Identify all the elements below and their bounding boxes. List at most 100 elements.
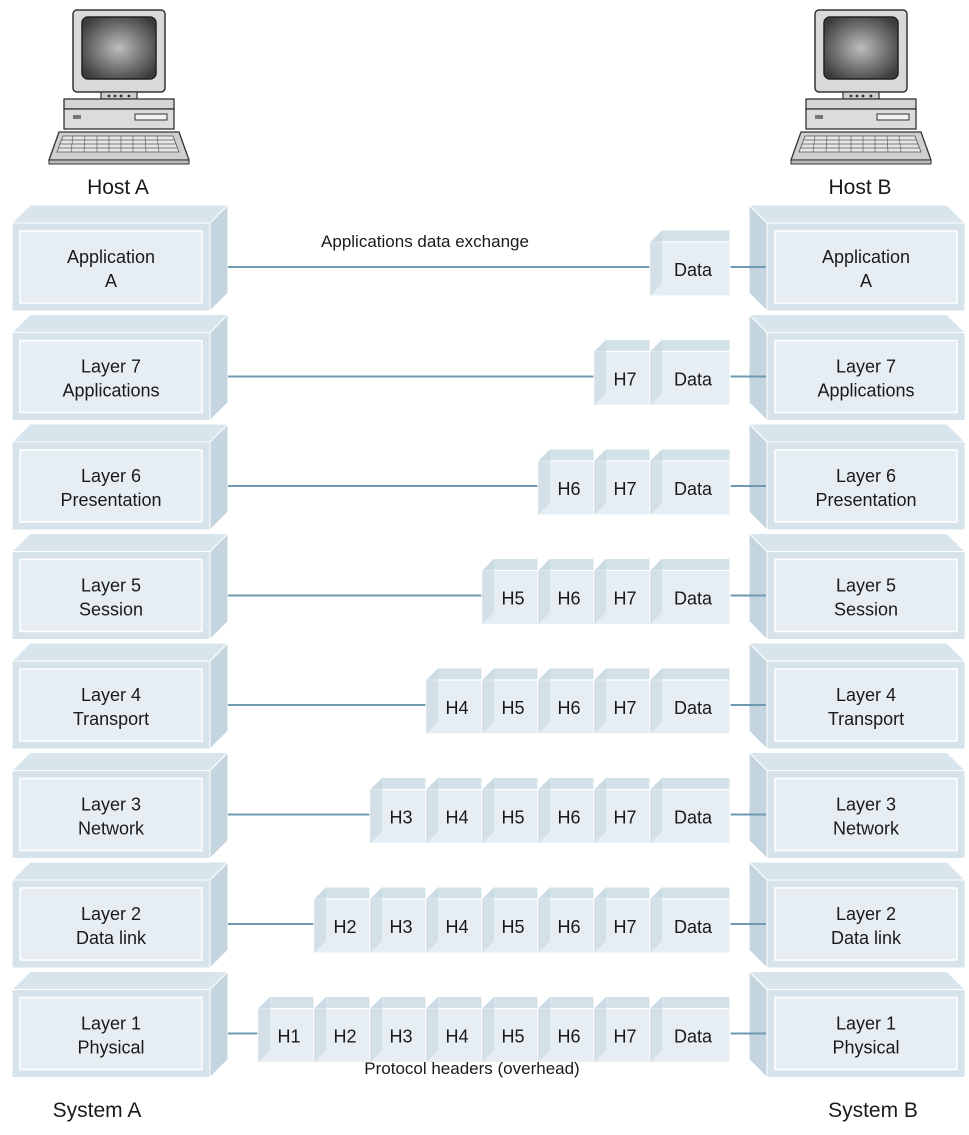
header-block: H6 <box>536 996 595 1064</box>
block-label: H7 <box>613 1027 636 1047</box>
header-block: H6 <box>536 777 595 845</box>
data-block: Data <box>648 339 731 407</box>
layer-subtitle: Presentation <box>815 490 916 510</box>
block-label: H7 <box>613 479 636 499</box>
data-block: Data <box>648 667 731 735</box>
block-label: H7 <box>613 589 636 609</box>
header-block: H7 <box>592 667 651 735</box>
block-label: H4 <box>445 1027 468 1047</box>
block-label: Data <box>674 698 713 718</box>
layer-title: Layer 4 <box>81 685 141 705</box>
packet-row: Data <box>648 229 731 297</box>
header-block: H2 <box>312 886 371 954</box>
header-block: H2 <box>312 996 371 1064</box>
header-block: H4 <box>424 886 483 954</box>
layer-subtitle: Network <box>78 819 145 839</box>
layer-title: Layer 6 <box>836 466 896 486</box>
layer-subtitle: Network <box>833 819 900 839</box>
layer-title: Layer 5 <box>836 576 896 596</box>
block-label: H3 <box>389 808 412 828</box>
header-block: H5 <box>480 886 539 954</box>
system-a-label: System A <box>53 1099 142 1122</box>
layer-subtitle: Data link <box>76 928 147 948</box>
block-label: Data <box>674 260 713 280</box>
packet-row: H6 H7 Data <box>536 448 731 516</box>
layer-subtitle: Transport <box>73 709 149 729</box>
layer-box-system-a: Layer 6 Presentation <box>10 422 230 532</box>
block-label: H6 <box>557 479 580 499</box>
layer-title: Layer 3 <box>836 795 896 815</box>
layer-subtitle: Physical <box>832 1038 899 1058</box>
system-b-label: System B <box>828 1099 918 1122</box>
applications-data-exchange-label: Applications data exchange <box>321 232 529 251</box>
header-block: H7 <box>592 996 651 1064</box>
header-block: H7 <box>592 558 651 626</box>
layer-subtitle: Physical <box>77 1038 144 1058</box>
layer-title: Layer 1 <box>836 1014 896 1034</box>
layer-title: Layer 6 <box>81 466 141 486</box>
block-label: H2 <box>333 917 356 937</box>
layer-title: Application <box>67 247 155 267</box>
block-label: H7 <box>613 698 636 718</box>
block-label: H3 <box>389 917 412 937</box>
layer-box-system-a: Layer 4 Transport <box>10 641 230 751</box>
header-block: H5 <box>480 558 539 626</box>
header-block: H7 <box>592 339 651 407</box>
layer-subtitle: Presentation <box>60 490 161 510</box>
layer-subtitle: Data link <box>831 928 902 948</box>
header-block: H6 <box>536 558 595 626</box>
layer-title: Layer 7 <box>81 357 141 377</box>
block-label: H6 <box>557 917 580 937</box>
packet-row: H5 H6 H7 Data <box>480 558 731 626</box>
layer-title: Layer 7 <box>836 357 896 377</box>
block-label: H6 <box>557 808 580 828</box>
layer-title: Layer 2 <box>81 904 141 924</box>
protocol-headers-label: Protocol headers (overhead) <box>364 1059 579 1078</box>
host-b-label: Host B <box>828 176 891 199</box>
block-label: Data <box>674 479 713 499</box>
block-label: Data <box>674 917 713 937</box>
block-label: H4 <box>445 808 468 828</box>
block-label: H6 <box>557 589 580 609</box>
host-a-label: Host A <box>87 176 149 199</box>
header-block: H6 <box>536 667 595 735</box>
header-block: H4 <box>424 667 483 735</box>
layer-subtitle: A <box>860 271 872 291</box>
header-block: H5 <box>480 777 539 845</box>
block-label: H7 <box>613 370 636 390</box>
header-block: H7 <box>592 777 651 845</box>
data-block: Data <box>648 558 731 626</box>
header-block: H5 <box>480 667 539 735</box>
block-label: Data <box>674 1027 713 1047</box>
layer-box-system-b: Layer 1 Physical <box>747 970 967 1079</box>
header-block: H3 <box>368 777 427 845</box>
data-block: Data <box>648 448 731 516</box>
layer-title: Layer 2 <box>836 904 896 924</box>
header-block: H6 <box>536 886 595 954</box>
header-block: H7 <box>592 448 651 516</box>
block-label: H6 <box>557 1027 580 1047</box>
header-block: H3 <box>368 886 427 954</box>
layer-subtitle: Applications <box>817 381 914 401</box>
host-a: Host A <box>48 9 190 199</box>
packet-row: H7 Data <box>592 339 731 407</box>
header-block: H6 <box>536 448 595 516</box>
header-block: H5 <box>480 996 539 1064</box>
header-block: H1 <box>256 996 315 1064</box>
header-block: H3 <box>368 996 427 1064</box>
block-label: Data <box>674 589 713 609</box>
layer-subtitle: Session <box>79 600 143 620</box>
